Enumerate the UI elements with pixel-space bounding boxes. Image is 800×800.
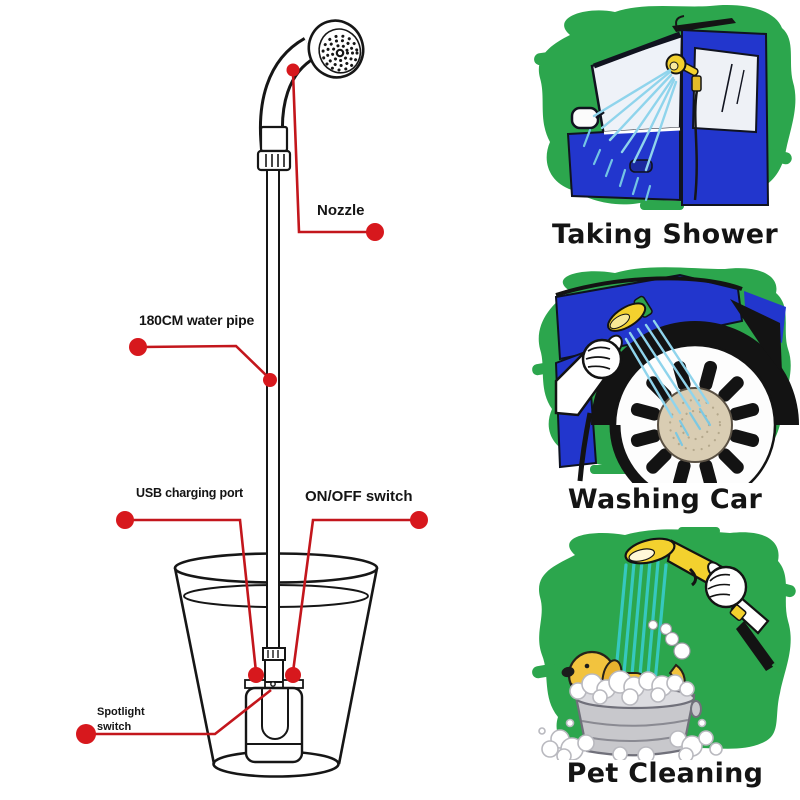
wheel-washing-illustration (532, 267, 799, 483)
use-case-title-pet-cleaning: Pet Cleaning (566, 758, 764, 789)
label-nozzle: Nozzle (317, 202, 365, 219)
pump-unit (244, 647, 304, 764)
water-spray (582, 68, 678, 202)
wheel (591, 299, 799, 483)
label-spotlight-switch: Spotlight switch (97, 706, 145, 734)
water-pipe (266, 169, 280, 653)
use-case-title-taking-shower: Taking Shower (551, 219, 778, 250)
callout-lines (90, 71, 416, 736)
floating-bubbles (647, 619, 691, 660)
use-case-title-washing-car: Washing Car (567, 484, 763, 515)
shower-head (256, 19, 365, 172)
mounted-shower-head (665, 53, 702, 201)
water-spray (624, 319, 712, 447)
label-power-switch: ON/OFF switch (305, 488, 413, 505)
car-shower-illustration (534, 4, 796, 210)
callout-dots (76, 63, 428, 744)
hand-with-nozzle (554, 295, 653, 482)
label-water-pipe: 180CM water pipe (139, 312, 255, 328)
foam-bubbles (538, 670, 723, 760)
label-usb-port: USB charging port (136, 486, 244, 500)
handheld-shower (624, 537, 782, 674)
dog-bath-illustration (532, 527, 796, 760)
